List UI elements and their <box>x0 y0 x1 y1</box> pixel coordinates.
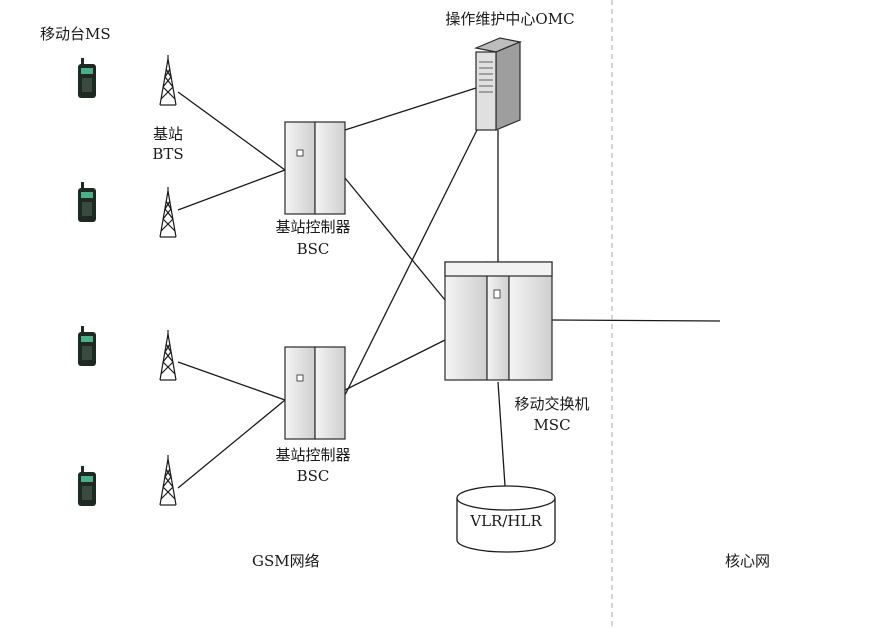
mobile-phone-icon <box>78 58 96 98</box>
link-bts4-bsc2 <box>177 399 286 489</box>
antenna-tower-icon <box>159 455 177 506</box>
link-bts3-bsc2 <box>177 361 286 401</box>
link-bsc2-msc <box>344 339 446 391</box>
mobile-phone-icon <box>78 326 96 366</box>
connection-lines <box>177 87 721 489</box>
ms-label: 移动台MS <box>40 25 111 43</box>
link-msc-db <box>497 381 506 487</box>
gsm-network-label: GSM网络 <box>252 552 320 570</box>
link-bts1-bsc1 <box>177 91 286 171</box>
bsc2-label-cn: 基站控制器 <box>275 446 351 464</box>
database-cylinder-icon <box>456 485 556 553</box>
link-bsc2-omc <box>344 127 479 396</box>
bsc2-label-en: BSC <box>296 467 330 485</box>
bsc1-label-en: BSC <box>296 240 330 258</box>
link-bsc1-msc <box>344 177 446 301</box>
core-network-label: 核心网 <box>725 552 771 570</box>
msc-label-en: MSC <box>533 416 571 434</box>
omc-label: 操作维护中心OMC <box>445 10 575 28</box>
omc-server-icon <box>473 37 523 131</box>
bts-towers <box>159 55 177 506</box>
link-bsc1-omc <box>344 87 477 131</box>
bts-label-cn: 基站 <box>152 125 184 143</box>
vlr-hlr-label: VLR/HLR <box>470 512 542 530</box>
antenna-tower-icon <box>159 55 177 106</box>
mobile-phone-icon <box>78 466 96 506</box>
mobile-phone-icon <box>78 182 96 222</box>
bsc-cabinet-icon <box>284 346 346 440</box>
mobile-phones <box>78 58 96 506</box>
msc-rack-icon <box>444 261 553 381</box>
msc-label-cn: 移动交换机 <box>514 395 590 413</box>
antenna-tower-icon <box>159 330 177 381</box>
bts-label-en: BTS <box>152 145 184 163</box>
antenna-tower-icon <box>159 187 177 238</box>
bsc-cabinet-icon <box>284 121 346 215</box>
link-msc-core <box>551 319 721 322</box>
bsc1-label-cn: 基站控制器 <box>275 218 351 236</box>
link-bts2-bsc1 <box>177 169 286 211</box>
